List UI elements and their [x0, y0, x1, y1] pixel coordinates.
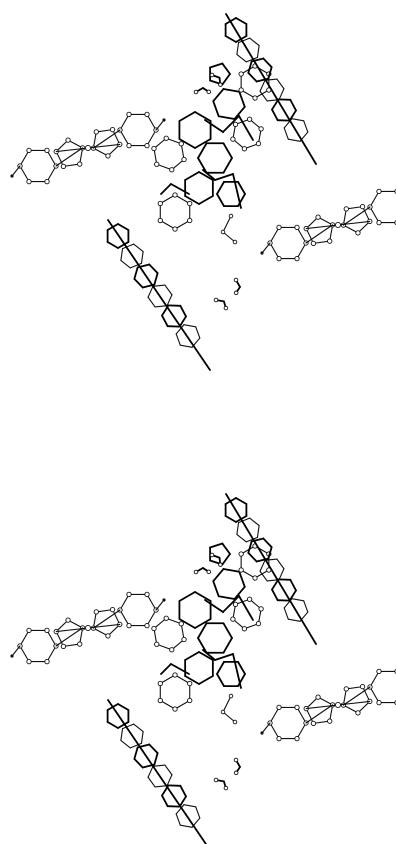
stereo-view-lower [10, 493, 396, 844]
stereo-view-upper [10, 13, 396, 371]
